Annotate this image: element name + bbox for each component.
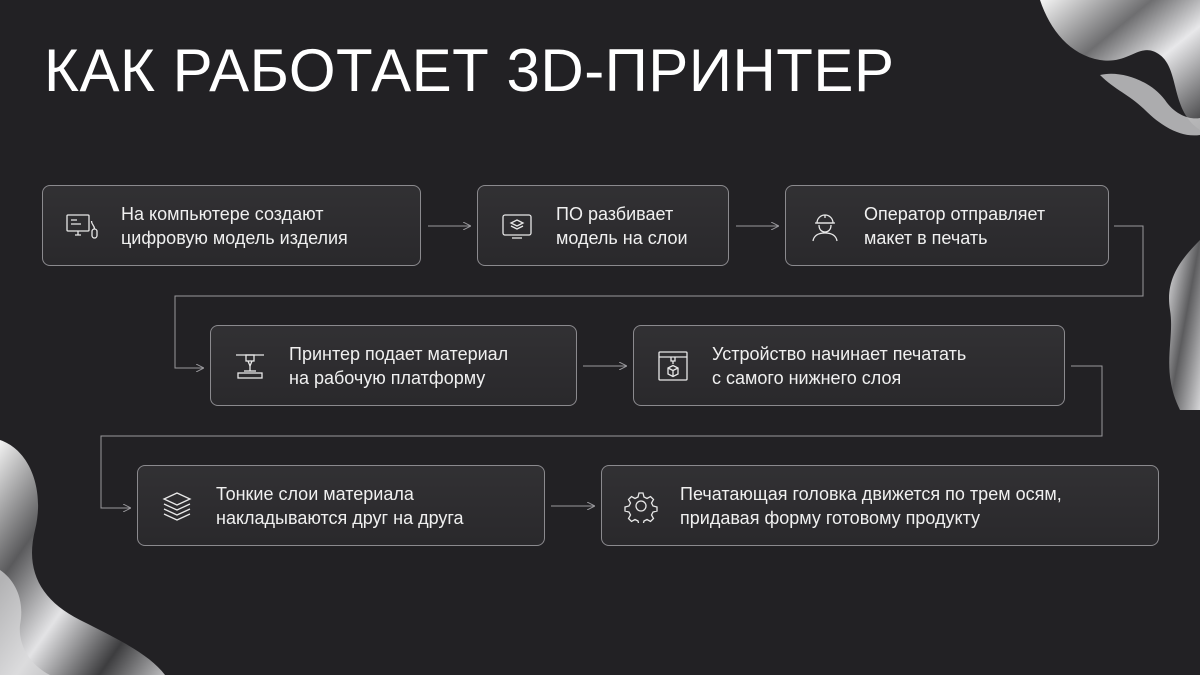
chrome-shape-top-right (1040, 0, 1200, 136)
gear-icon (624, 489, 658, 523)
step-label-6: Тонкие слои материала накладываются друг… (216, 483, 464, 528)
stacked-layers-icon (160, 489, 194, 523)
step-card-6: Тонкие слои материала накладываются друг… (137, 465, 545, 546)
worker-helmet-icon (808, 209, 842, 243)
connector-3-4 (174, 225, 1144, 368)
step-card-5: Устройство начинает печатать с самого ни… (633, 325, 1065, 406)
nozzle-platform-icon (233, 349, 267, 383)
step-card-3: Оператор отправляет макет в печать (785, 185, 1109, 266)
step-label-4: Принтер подает материал на рабочую платф… (289, 343, 509, 388)
step-label-5: Устройство начинает печатать с самого ни… (712, 343, 967, 388)
printer-cube-icon (656, 349, 690, 383)
step-card-4: Принтер подает материал на рабочую платф… (210, 325, 577, 406)
step-label-2: ПО разбивает модель на слои (556, 203, 688, 248)
connector-5-6 (100, 365, 1103, 508)
step-card-7: Печатающая головка движется по трем осям… (601, 465, 1159, 546)
step-label-7: Печатающая головка движется по трем осям… (680, 483, 1062, 528)
step-card-2: ПО разбивает модель на слои (477, 185, 729, 266)
chrome-shape-bottom-left (0, 440, 165, 675)
computer-icon (65, 209, 99, 243)
step-label-1: На компьютере создают цифровую модель из… (121, 203, 348, 248)
chrome-shape-right (1169, 240, 1200, 410)
step-label-3: Оператор отправляет макет в печать (864, 203, 1046, 248)
layers-monitor-icon (500, 209, 534, 243)
page-title: КАК РАБОТАЕТ 3D-ПРИНТЕР (44, 37, 895, 104)
step-card-1: На компьютере создают цифровую модель из… (42, 185, 421, 266)
